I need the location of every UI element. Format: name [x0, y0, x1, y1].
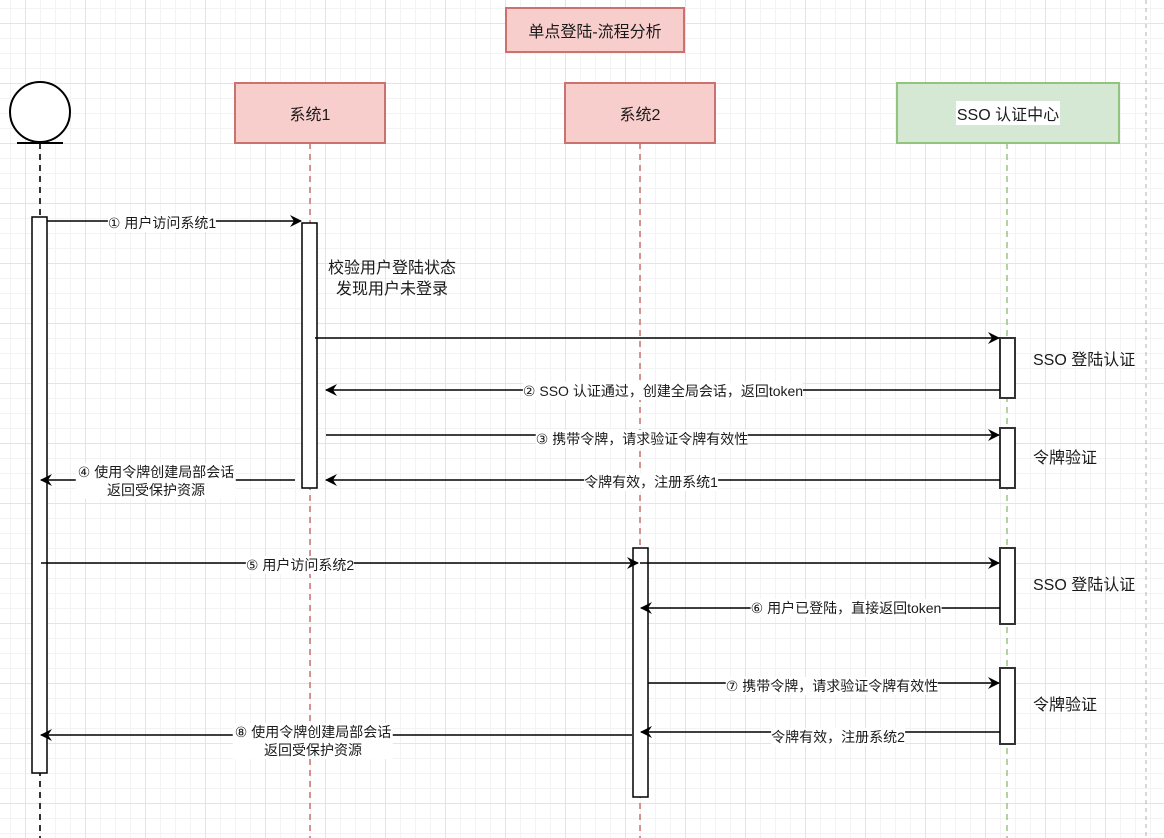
- user-actor-icon: [9, 81, 71, 144]
- diagram-title: 单点登陆-流程分析: [505, 7, 685, 53]
- message-label-4: ④ 使用令牌创建局部会话 返回受保护资源: [75, 463, 237, 499]
- participant-system2: 系统2: [564, 82, 716, 144]
- participant-system2-label: 系统2: [619, 107, 661, 124]
- message-label-7-return: 令牌有效，注册系统2: [771, 728, 905, 746]
- note-sso-login-1: SSO 登陆认证: [1033, 352, 1136, 369]
- user-activation-bar: [31, 216, 48, 774]
- message-label-5: ⑤ 用户访问系统2: [245, 556, 355, 574]
- sso-activation-bar-login-2: [999, 547, 1016, 625]
- message-label-2: ② SSO 认证通过，创建全局会话，返回token: [522, 382, 804, 400]
- sso-activation-bar-login-1: [999, 337, 1016, 399]
- system2-activation-bar: [632, 547, 649, 798]
- participant-system1-label: 系统1: [289, 107, 331, 124]
- participant-sso: SSO 认证中心: [896, 82, 1120, 144]
- sso-activation-bar-verify-2: [999, 667, 1016, 745]
- note-sso-login-2: SSO 登陆认证: [1033, 577, 1136, 594]
- message-label-8: ⑧ 使用令牌创建局部会话 返回受保护资源: [232, 723, 394, 759]
- system1-activation-bar: [301, 222, 318, 489]
- message-label-3: ③ 携带令牌，请求验证令牌有效性: [535, 430, 749, 448]
- message-label-1: ① 用户访问系统1: [107, 214, 217, 232]
- message-label-3-return: 令牌有效，注册系统1: [584, 473, 718, 491]
- note-token-verify-2: 令牌验证: [1033, 697, 1098, 714]
- note-token-verify-1: 令牌验证: [1033, 450, 1098, 467]
- message-label-6: ⑥ 用户已登陆，直接返回token: [750, 599, 942, 617]
- participant-system1: 系统1: [234, 82, 386, 144]
- participant-sso-label: SSO 认证中心: [955, 101, 1061, 125]
- note-sys1-check: 校验用户登陆状态 发现用户未登录: [328, 260, 457, 298]
- sso-activation-bar-verify-1: [999, 427, 1016, 489]
- message-label-7: ⑦ 携带令牌，请求验证令牌有效性: [725, 677, 939, 695]
